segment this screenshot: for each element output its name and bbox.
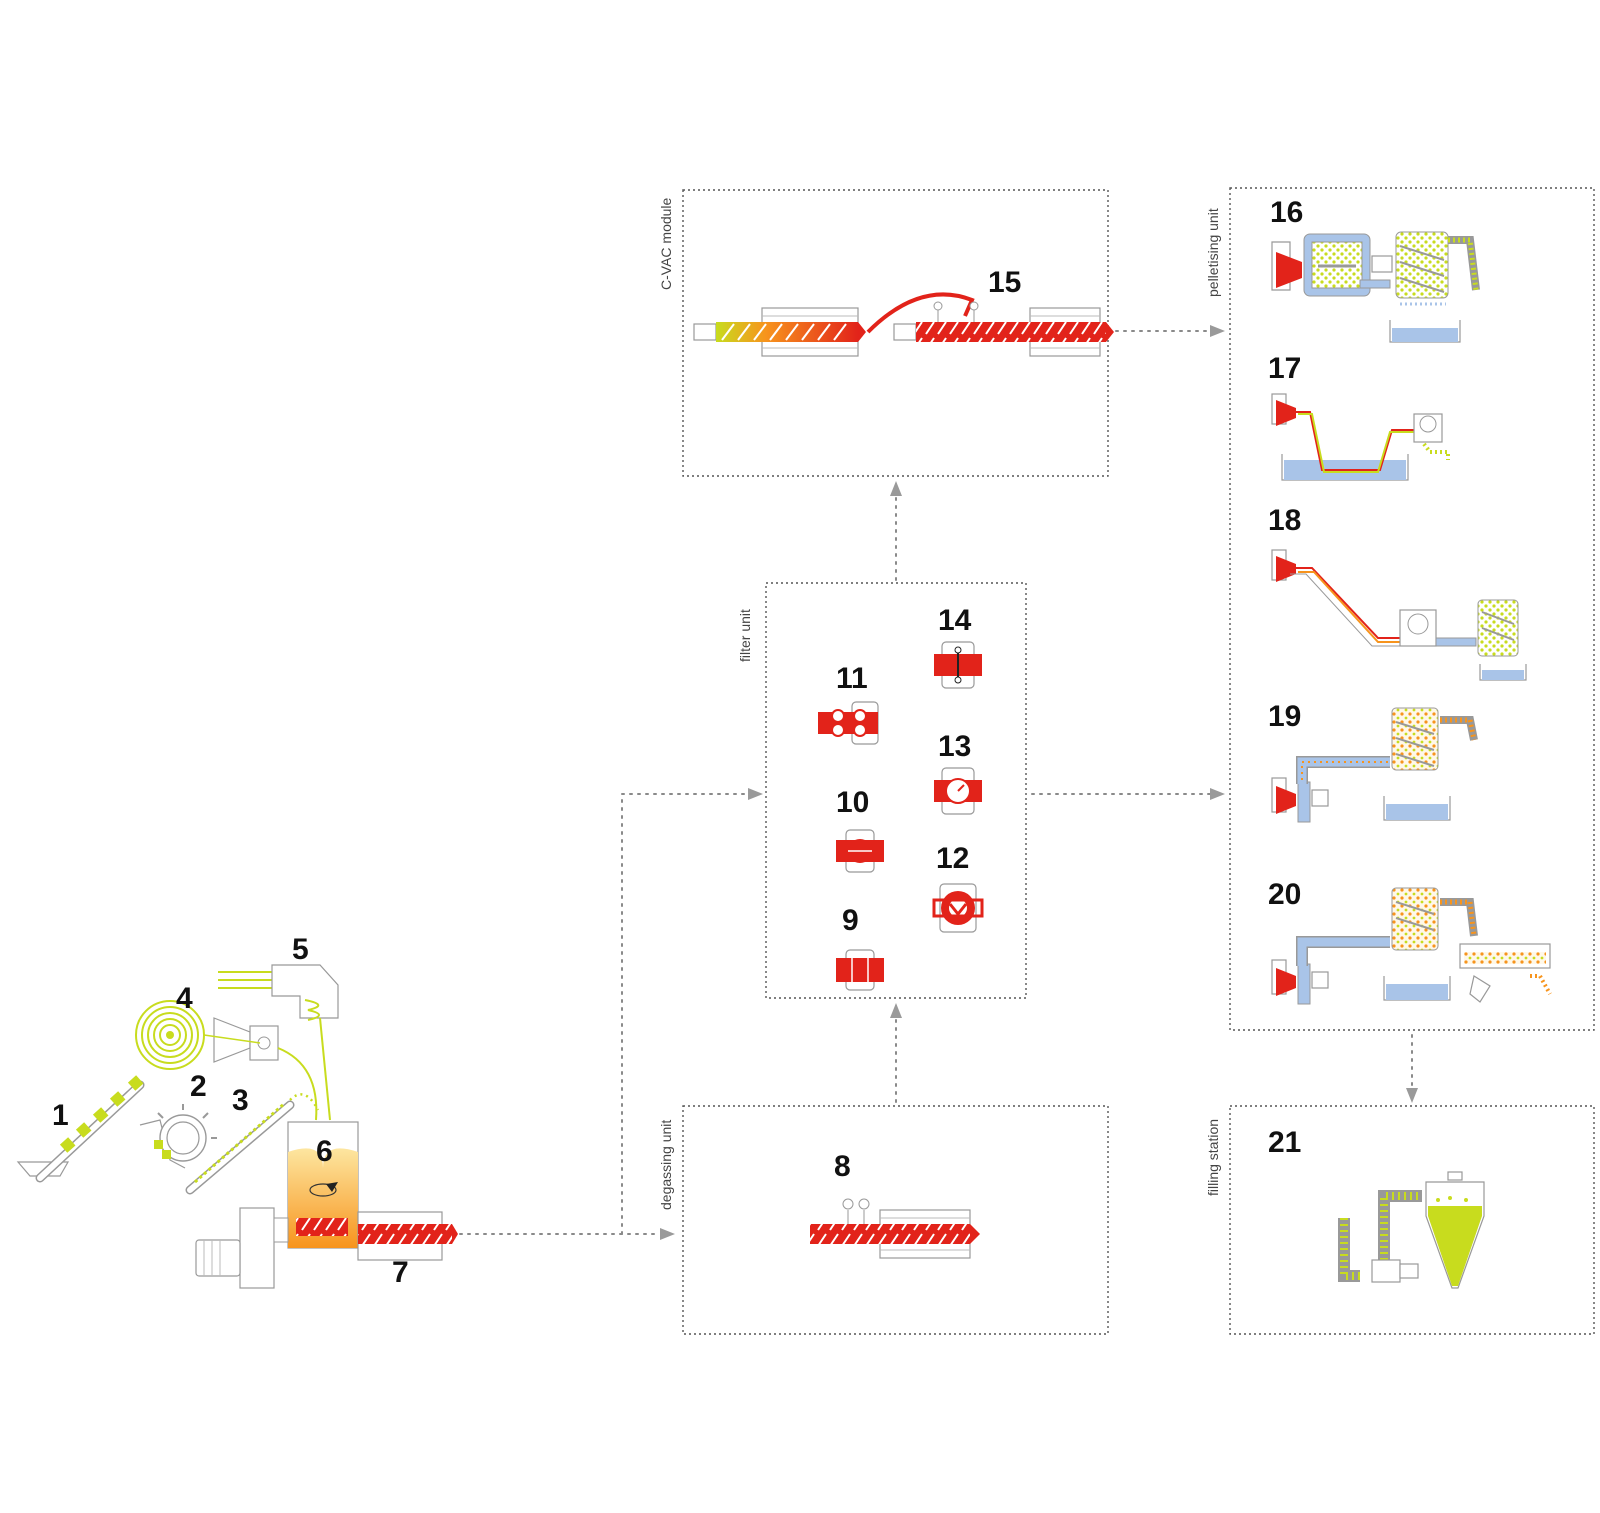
step-number-8: 8 [834,1150,851,1183]
screen-changer-11-icon [818,701,879,745]
step-number-7: 7 [392,1256,409,1289]
filling-silo-illustration [1338,1171,1485,1289]
step-number-21: 21 [1268,1126,1301,1159]
screen-changer-14-icon [934,641,982,689]
filling-station-label: filling station [1205,1119,1221,1196]
water-ring-pelletiser-illustration [1271,707,1478,823]
step-number-1: 1 [52,1099,69,1132]
chip-conveyor-illustration [185,1093,320,1195]
step-number-9: 9 [842,904,859,937]
degassing-extruder-illustration [810,1198,980,1259]
strand-feeder-illustration [218,964,339,1121]
flow-arrows [451,325,1418,1240]
underwater-pelletiser-illustration [1271,231,1480,343]
step-number-12: 12 [936,842,969,875]
step-number-16: 16 [1270,196,1303,229]
filling-station-box [1229,1105,1595,1335]
extruder-illustration [195,1207,458,1289]
degassing-unit-box [682,1105,1109,1335]
filter-unit-label: filter unit [737,609,753,662]
strand-pelletiser-water-bath-illustration [1271,393,1450,481]
step-number-2: 2 [190,1070,207,1103]
step-number-18: 18 [1268,504,1301,537]
step-number-17: 17 [1268,352,1301,385]
film-roll-illustration [135,1000,318,1121]
step-number-20: 20 [1268,878,1301,911]
cutter-compactor-illustration [287,1121,359,1249]
step-number-11: 11 [836,662,868,695]
pelletising-unit-box [1229,187,1595,1031]
pelletising-unit-label: pelletising unit [1205,208,1221,297]
degassing-unit-label: degassing unit [658,1120,674,1210]
step-number-5: 5 [292,933,309,966]
conveyor-feed-illustration [16,1075,145,1183]
inclined-strand-pelletiser-illustration [1271,549,1527,681]
screen-changer-12-icon [932,883,984,933]
step-number-3: 3 [232,1084,249,1117]
cvac-module-label: C-VAC module [658,197,674,290]
filter-unit-box [765,582,1027,999]
screen-changer-10-icon [836,829,884,873]
step-number-13: 13 [938,730,971,763]
step-number-6: 6 [316,1135,333,1168]
step-number-14: 14 [938,604,972,637]
step-numbers: 1 2 3 4 5 6 7 8 9 10 11 12 13 14 15 16 1… [52,196,1303,1289]
screen-changer-9-icon [836,949,884,991]
step-number-19: 19 [1268,700,1301,733]
shredder-illustration [139,1104,217,1169]
step-number-15: 15 [988,266,1021,299]
cvac-extruder-illustration [693,292,1114,357]
step-number-4: 4 [176,982,193,1015]
pelletiser-with-classifier-illustration [1271,887,1552,1005]
step-number-10: 10 [836,786,869,819]
screen-changer-13-icon [934,767,982,815]
